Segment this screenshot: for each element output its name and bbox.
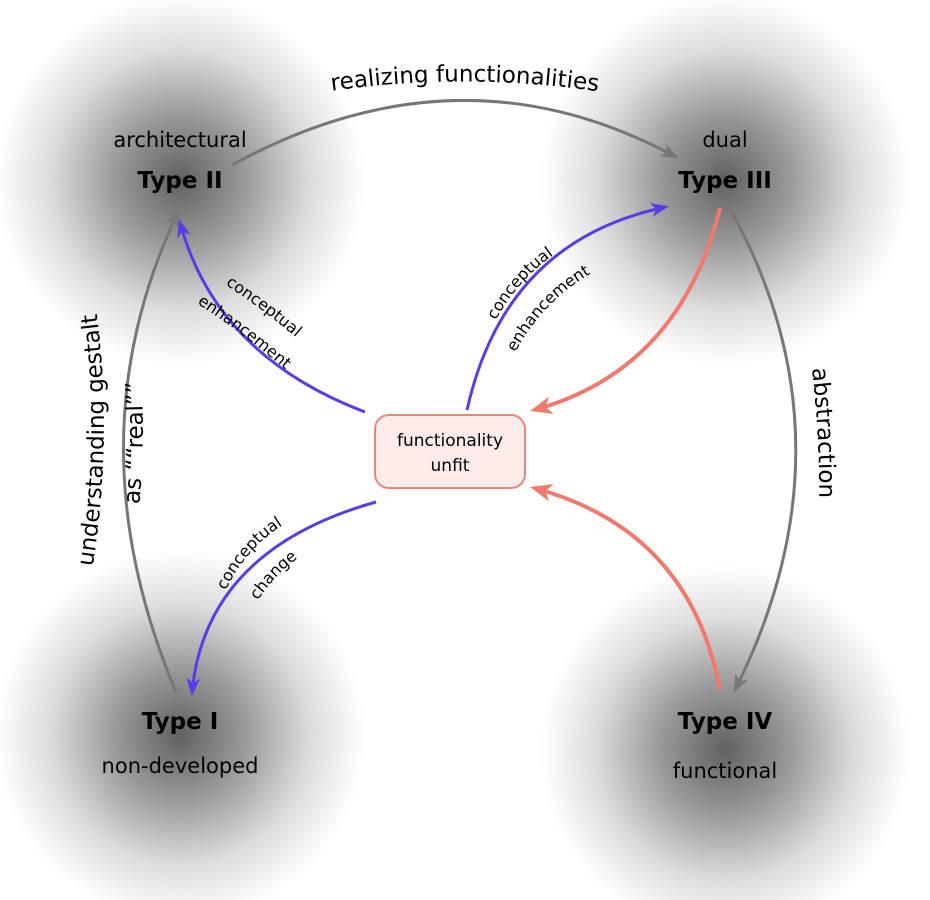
- type2-shade: [0, 0, 365, 365]
- type3-title: Type III: [678, 168, 772, 194]
- center-label-line1: functionality: [397, 431, 503, 451]
- type3-subtitle: dual: [702, 128, 747, 152]
- type1-subtitle: non-developed: [102, 754, 259, 778]
- type1-title: Type I: [142, 709, 219, 735]
- realizing-label: realizing functionalities: [329, 61, 601, 97]
- right-enhancement-arrow: [465, 203, 669, 411]
- type2-subtitle: architectural: [113, 128, 246, 152]
- realizing-arrow: [231, 98, 679, 167]
- type4-subtitle: functional: [673, 759, 778, 783]
- type3-to-center-arrow: [530, 207, 722, 414]
- abstraction-label: abstraction: [806, 366, 839, 498]
- type4-to-center-arrow: [530, 483, 722, 691]
- type3-shade: [540, 0, 910, 365]
- type4-shade: [540, 565, 910, 900]
- type1-shade: [0, 550, 365, 900]
- understanding-arrow: [122, 209, 180, 693]
- understanding-label-line1: understanding gestalt: [73, 313, 110, 568]
- abstraction-arrow: [726, 204, 798, 693]
- left-enhancement-arrow: [177, 219, 366, 414]
- center-label-line2: unfit: [431, 456, 470, 476]
- center-box: [374, 414, 526, 489]
- change-arrow: [186, 500, 377, 696]
- understanding-label-line2: as ““real””: [119, 381, 148, 505]
- type2-title: Type II: [137, 168, 222, 194]
- type4-title: Type IV: [678, 709, 773, 735]
